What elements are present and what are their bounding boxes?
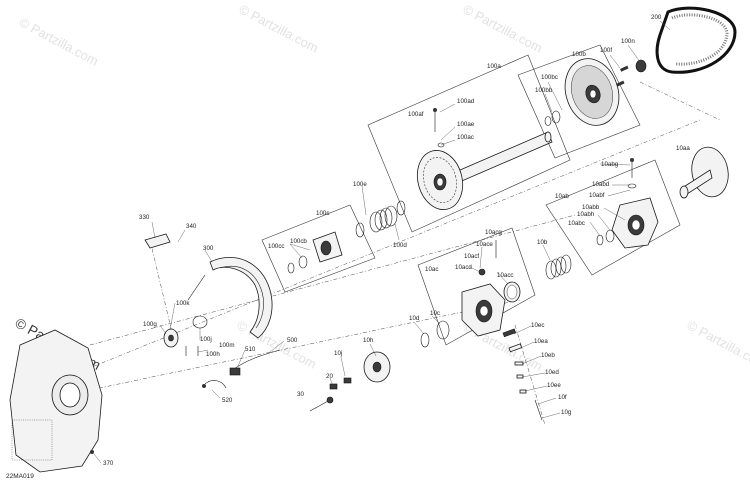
part-label: 300 (203, 245, 214, 252)
part-label: 100d (393, 242, 407, 249)
part-label: 10acd (455, 264, 472, 271)
part-label: 10b (537, 239, 548, 246)
part-label: 100n (621, 38, 635, 45)
part-label: 100a (487, 63, 501, 70)
part-label: 10j (334, 350, 342, 357)
housing-10ac (420, 240, 521, 348)
part-labels: 200 100f 100n 100b 100a 100bc 100bb 100a… (103, 14, 690, 467)
part-label: 10ed (545, 369, 559, 376)
part-label: 100m (219, 342, 234, 349)
part-label: 10eb (541, 352, 555, 359)
part-label: 10abd (592, 181, 610, 188)
drive-fixed-sheave (679, 146, 729, 199)
bracket-100g (163, 315, 208, 356)
part-label: 100g (143, 321, 157, 328)
watermark-text: © Partzilla.com (461, 1, 545, 55)
part-label: 30 (297, 391, 304, 398)
main-shaft-and-fixed-sheave (416, 108, 553, 210)
sensor-harness (202, 349, 281, 389)
spider-assembly (596, 158, 659, 249)
part-label: 100ae (457, 121, 475, 128)
spring-100d (355, 200, 406, 238)
part-label: 10abb (582, 204, 600, 211)
part-label: 510 (245, 346, 256, 353)
part-label: 10ace (476, 241, 493, 248)
part-label: 10acg (485, 229, 502, 236)
part-label: 10h (363, 337, 374, 344)
part-label: 500 (287, 337, 298, 344)
part-label: 10ea (534, 338, 548, 345)
part-label: 100h (206, 351, 220, 358)
part-label: 10g (561, 409, 572, 416)
part-label: 10f (558, 394, 567, 401)
part-label: 100k (176, 300, 190, 307)
part-label: 10ec (531, 322, 544, 329)
frame-10ac (417, 227, 536, 346)
part-label: 10ab (555, 193, 569, 200)
part-label: 100ad (457, 98, 475, 105)
watermark-text: © Partzilla.com (235, 317, 319, 371)
part-label: 10abg (601, 161, 619, 168)
part-label: 100cc (268, 243, 285, 250)
watermark-layer: © Partzilla.com © Partzilla.com © Partzi… (13, 1, 750, 373)
part-label: 20 (326, 373, 333, 380)
part-label: 100b (572, 51, 586, 58)
engine-case (9, 329, 103, 473)
part-label: 10abh (577, 211, 595, 218)
part-label: 100cb (290, 238, 307, 245)
subassembly-frames (261, 44, 681, 346)
cam-100c (287, 231, 343, 274)
part-label: 100f (600, 47, 612, 54)
frame-100b (517, 44, 641, 159)
part-label: 10ac (425, 266, 438, 273)
assembly-axis-lines (59, 81, 721, 426)
part-label: 10d (409, 315, 420, 322)
part-label: 100bb (535, 87, 553, 94)
part-label: 100ac (457, 134, 474, 141)
part-label: 340 (186, 223, 197, 230)
part-label: 10c (430, 310, 440, 317)
pins-10e (502, 328, 543, 421)
plate-10h (309, 351, 391, 412)
part-label: 10abf (589, 192, 605, 199)
watermark-text: © Partzilla.com (17, 14, 101, 68)
drive-belt (655, 6, 737, 74)
part-label: 10ee (547, 382, 561, 389)
part-label: 10acf (464, 253, 479, 260)
watermark-text: © Partzilla.com (685, 317, 750, 371)
part-label: 100bc (541, 74, 558, 81)
part-label: 100af (408, 111, 424, 118)
spring-10b (545, 254, 572, 280)
watermark-text: © Partzilla.com (237, 1, 321, 55)
belt-guard (144, 233, 273, 339)
frame-10ab (545, 159, 681, 276)
part-label: 100j (200, 336, 212, 343)
part-label: 370 (103, 460, 114, 467)
leader-lines (93, 20, 671, 464)
part-label: 10aa (676, 145, 690, 152)
part-label: 100e (353, 181, 367, 188)
frame-100c (261, 204, 376, 293)
part-label: 100c (316, 210, 329, 217)
diagram-code: 22MA019 (6, 473, 34, 480)
part-label: 520 (222, 397, 233, 404)
part-label: 10abc (568, 220, 585, 227)
driven-sheave (544, 58, 647, 126)
part-label: 330 (139, 214, 150, 221)
part-label: 200 (651, 14, 662, 21)
frame-100a (367, 54, 571, 233)
part-label: 10acc (497, 272, 514, 279)
